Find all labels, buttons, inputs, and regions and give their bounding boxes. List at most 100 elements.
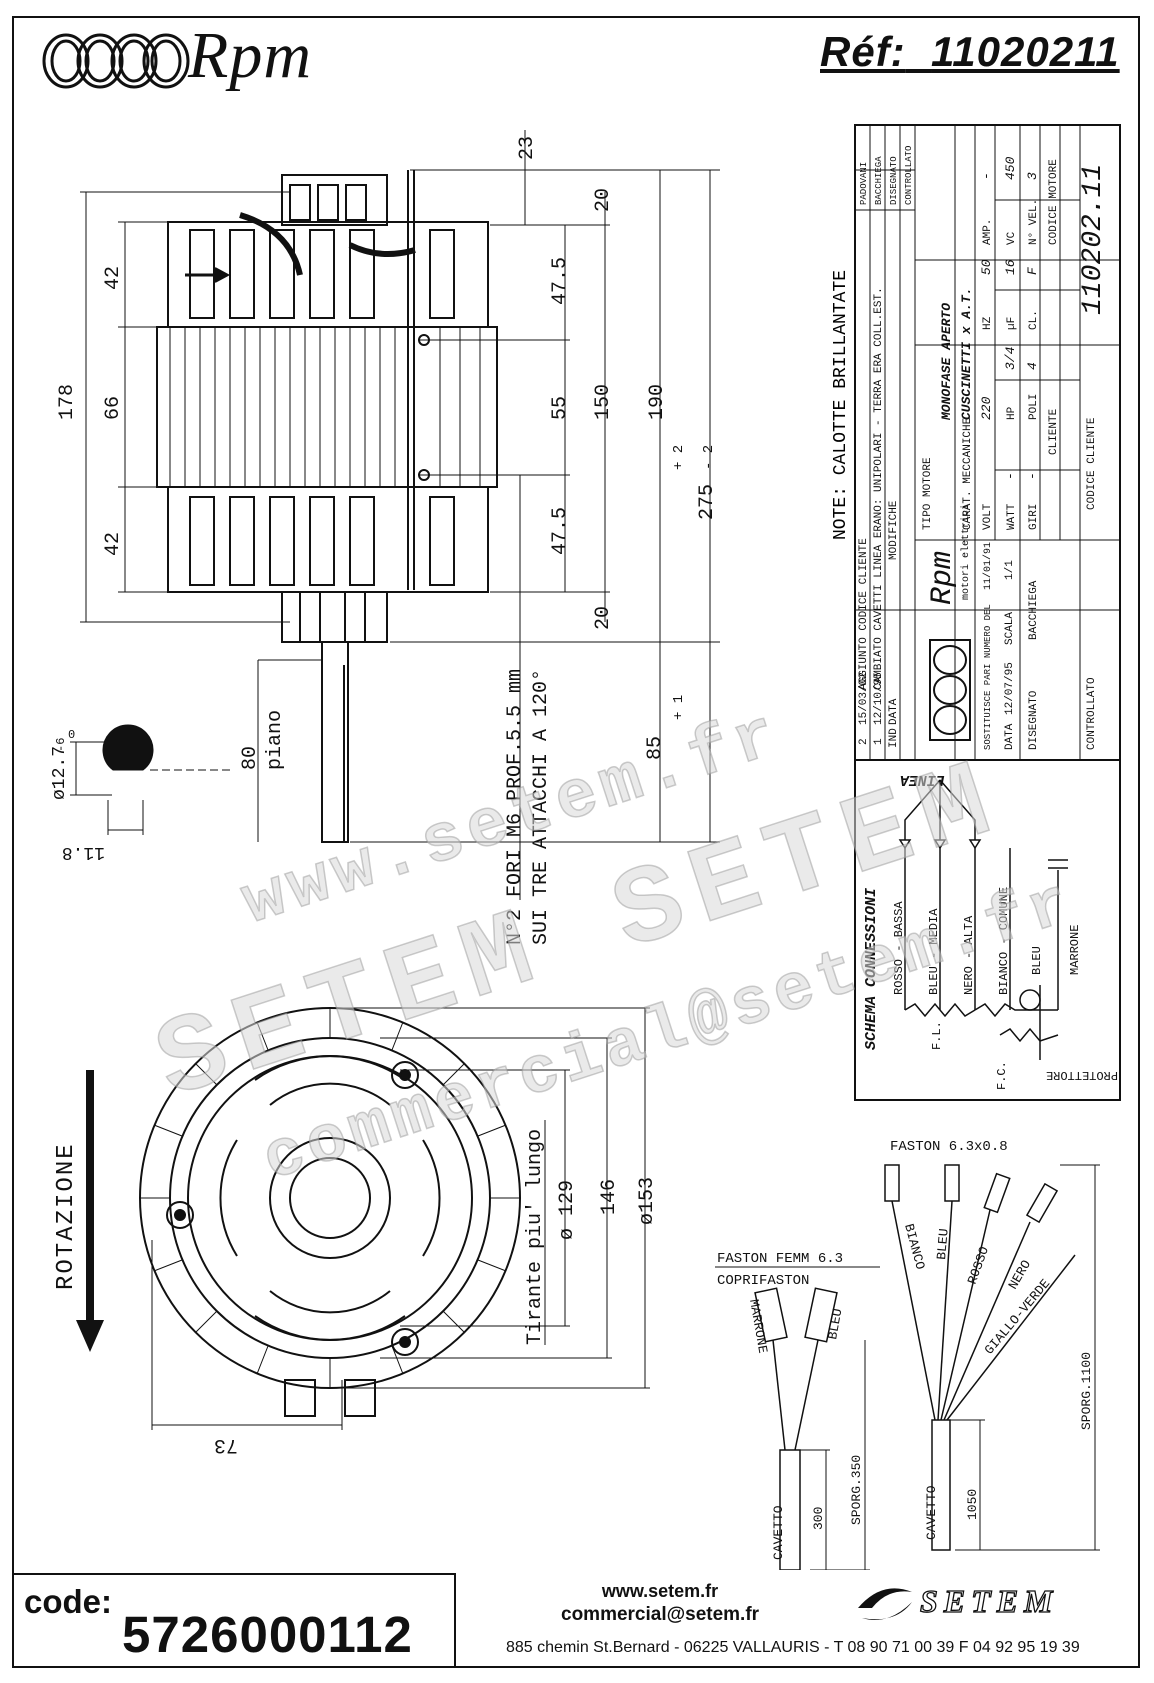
rotation-arrow-icon (76, 1070, 104, 1352)
wiring-schema (898, 779, 1068, 1060)
faston-left-cavetto: CAVETTO (771, 1505, 786, 1560)
rpm-coil-logo (42, 33, 190, 89)
faston-right-cavetto: CAVETTO (924, 1485, 939, 1540)
giri: - (1025, 472, 1040, 480)
wire-rosso-bassa: ROSSO - BASSA (892, 901, 906, 995)
dim-23: 23 (516, 136, 539, 160)
uf: 16 (1003, 259, 1018, 275)
label-fc: F.C. (995, 1061, 1009, 1090)
setem-swoosh-icon (858, 1588, 912, 1620)
label-protettore: PROTETTORE (1046, 1068, 1118, 1082)
label-tirante: Tirante piu' lungo (524, 1129, 547, 1345)
code-label: code: (24, 1583, 113, 1620)
dim-150: 150 (592, 384, 615, 420)
dim-55: 55 (549, 396, 572, 420)
scala: 1/1 (1004, 560, 1016, 580)
dim-85: 85 (644, 736, 667, 760)
carat-label: CARAT. MECCANICHE (962, 417, 974, 530)
website-link[interactable]: www.setem.fr (601, 1581, 719, 1601)
shaft-tol-2: -6 (54, 738, 68, 752)
sostituisce-label: SOSTITUISCE PARI NUMERO DEL (983, 604, 993, 750)
reference-number: 11020211 (931, 28, 1120, 75)
faston-left-sporg: SPORG.350 (849, 1455, 864, 1525)
dim-73: 73 (214, 1433, 238, 1456)
schema-linea: LINEA (900, 771, 945, 788)
vc-label: VC (1006, 231, 1018, 245)
faston-right-wire-nero: NERO (1005, 1257, 1034, 1292)
rev-2-date: 15/03/02 (858, 672, 870, 725)
front-dimensions (151, 1007, 650, 1430)
reference-label: Réf: (820, 28, 906, 75)
technical-drawing: 178 42 66 42 23 20 47.5 55 47.5 20 150 1… (50, 124, 1121, 1570)
cl: F (1025, 267, 1040, 275)
vc: 450 (1003, 156, 1018, 180)
faston-right (884, 1164, 1100, 1551)
label-rotazione: ROTAZIONE (53, 1142, 80, 1290)
rev-modifiche: MODIFICHE (888, 500, 900, 560)
faston-right-wire-rosso: ROSSO (965, 1244, 993, 1286)
wire-bleu-media: BLEU - MEDIA (927, 908, 941, 995)
faston-right-len: 1050 (965, 1489, 980, 1520)
email-link[interactable]: commercial@setem.fr (561, 1604, 760, 1625)
wire-bianco-comune: BIANCO - COMUNE (997, 887, 1011, 995)
hz-label: HZ (982, 316, 994, 330)
controllato-label: CONTROLLATO (1086, 677, 1098, 750)
address: 885 chemin St.Bernard - 06225 VALLAURIS … (506, 1639, 1080, 1656)
sig-bacchiega: BACCHIEGA (874, 156, 884, 205)
faston-left (715, 1266, 880, 1570)
sig-disegnato: DISEGNATO (889, 156, 899, 205)
dim-flat: 11.8 (62, 842, 105, 862)
title-block (854, 124, 1121, 1101)
disegnato: BACCHIEGA (1028, 580, 1040, 640)
front-view (139, 1007, 521, 1417)
holes-note-2: SUI TRE ATTACCHI A 120° (530, 669, 553, 945)
tipo-motore: MONOFASE APERTO (939, 303, 954, 421)
dim-275-tol-plus: + 2 (671, 445, 687, 470)
watt-label: WATT (1006, 503, 1018, 530)
sig-padovani: PADOVANI (859, 162, 869, 205)
rev-1-no: 1 (873, 738, 885, 745)
data: 12/07/95 (1004, 662, 1016, 715)
faston-right-sporg: SPORG.1100 (1079, 1352, 1094, 1430)
carat: CUSCINETTI x A.T. (959, 287, 974, 420)
dim-178: 178 (56, 384, 79, 420)
shaft-section (70, 724, 230, 835)
faston-left-title: FASTON FEMM 6.3 (717, 1251, 843, 1267)
dim-146: 146 (598, 1179, 621, 1215)
amp-label: AMP. (982, 219, 994, 245)
cl-label: CL. (1028, 310, 1040, 330)
dim-129: ø 129 (556, 1180, 579, 1240)
volt-label: VOLT (982, 503, 994, 530)
faston-left-subtitle: COPRIFASTON (717, 1273, 809, 1289)
codice-motore: 110202.11 (1078, 164, 1109, 315)
scala-label: SCALA (1004, 612, 1016, 645)
rev-1-text: CAMBIATO CAVETTI LINEA ERANO: UNIPOLARI … (873, 287, 885, 690)
giri-label: GIRI (1028, 504, 1040, 530)
label-piano: piano (264, 710, 287, 770)
code-box (12, 1573, 456, 1668)
uf-label: µF (1006, 317, 1018, 330)
note-calotte: NOTE: CALOTTE BRILLANTATE (831, 270, 851, 540)
faston-left-wire2: BLEU (825, 1307, 845, 1340)
sig-controllato: CONTROLLATO (904, 146, 914, 205)
amp: - (979, 172, 994, 180)
dim-85-tol: + 1 (671, 695, 687, 720)
rev-ind: IND (888, 728, 900, 748)
codice-cliente-label: CODICE CLIENTE (1086, 417, 1098, 510)
wire-marrone: MARRONE (1068, 925, 1082, 975)
wire-bleu: BLEU (1030, 946, 1044, 975)
dim-20-bottom: 20 (592, 606, 615, 630)
faston-left-wire1: MARRONE (746, 1298, 770, 1355)
wiring-schema-text: SCHEMA CONNESSIONI LINEA ROSSO - BASSA B… (863, 771, 1118, 1090)
poli: 4 (1025, 362, 1040, 370)
rev-2-no: 2 (858, 738, 870, 745)
side-view (156, 170, 498, 843)
faston-right-title: FASTON 6.3x0.8 (890, 1139, 1008, 1155)
shaft-diameter: ø12.7 (50, 746, 70, 800)
code-value: 5726000112 (122, 1606, 413, 1663)
side-dimensions (80, 130, 720, 900)
side-dimension-labels: 178 42 66 42 23 20 47.5 55 47.5 20 150 1… (56, 136, 719, 945)
watt: - (1003, 472, 1018, 480)
hz: 50 (979, 259, 994, 275)
dim-80: 80 (239, 746, 262, 770)
